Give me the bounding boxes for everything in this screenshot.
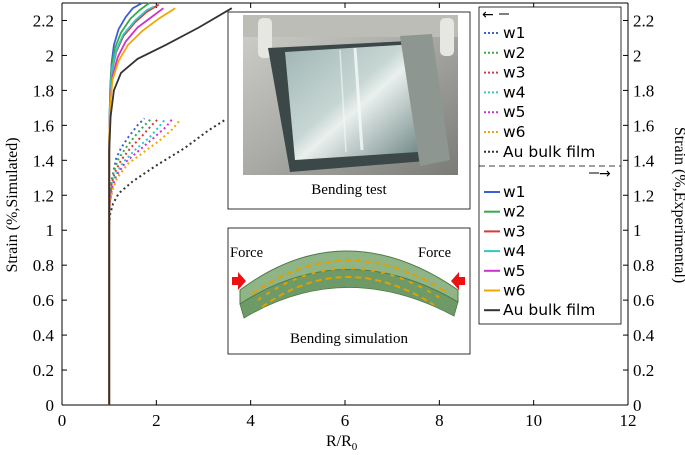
series-lines bbox=[108, 2, 233, 405]
x-axis-label: R/R0 bbox=[326, 433, 358, 453]
force-label-right: Force bbox=[418, 245, 451, 261]
y-tick-label-left: 0.2 bbox=[33, 361, 54, 380]
simulated-series-line bbox=[108, 117, 174, 213]
y-tick-label-left: 1 bbox=[46, 221, 55, 240]
simulated-series-line bbox=[108, 117, 146, 210]
y-tick-label-left: 1.4 bbox=[33, 151, 55, 170]
legend-label: w6 bbox=[503, 123, 526, 141]
bending-test-inset: Bending test bbox=[227, 11, 471, 210]
experimental-series-line bbox=[108, 7, 164, 405]
y-tick-label-right: 1.8 bbox=[633, 81, 654, 100]
experimental-series-line bbox=[108, 7, 176, 405]
y-tick-label-left: 0.6 bbox=[33, 291, 54, 310]
y-tick-label-right: 0.8 bbox=[633, 256, 654, 275]
y-tick-label-left: 0.8 bbox=[33, 256, 54, 275]
y-tick-label-left: 2.2 bbox=[33, 11, 54, 30]
x-tick-label: 12 bbox=[620, 411, 637, 430]
x-tick-label: 2 bbox=[152, 411, 161, 430]
legend-arrow-right: → bbox=[599, 166, 611, 182]
y-tick-label-left: 0.4 bbox=[33, 326, 55, 345]
y-tick-label-right: 2 bbox=[633, 46, 642, 65]
x-tick-label: 10 bbox=[525, 411, 542, 430]
y-tick-label-left: 1.8 bbox=[33, 81, 54, 100]
bending-simulation-figure bbox=[239, 250, 459, 319]
y-tick-label-right: 1 bbox=[633, 221, 642, 240]
y-tick-label-right: 1.2 bbox=[633, 186, 654, 205]
legend-label: w5 bbox=[503, 103, 526, 121]
y-tick-label-right: 0.6 bbox=[633, 291, 654, 310]
legend-label: w6 bbox=[503, 282, 526, 300]
y-tick-label-right: 0.2 bbox=[633, 361, 654, 380]
x-tick-label: 6 bbox=[341, 411, 350, 430]
y-axis-label-right: Strain (%,Experimental) bbox=[671, 127, 685, 283]
y-tick-labels-right: 0 0.2 0.4 0.6 0.8 1 1.2 1.4 1.6 1.8 2 2.2 bbox=[633, 11, 655, 415]
simulated-series-line bbox=[108, 117, 153, 210]
y-tick-label-left: 1.6 bbox=[33, 116, 54, 135]
legend-label: w4 bbox=[503, 242, 526, 260]
bending-simulation-caption: Bending simulation bbox=[290, 331, 408, 347]
bending-test-caption: Bending test bbox=[311, 182, 387, 198]
legend-label: w1 bbox=[503, 24, 526, 42]
bending-simulation-inset: Force Force Bending simulation bbox=[227, 227, 471, 355]
legend-label: w2 bbox=[503, 203, 526, 221]
legend-label: Au bulk film bbox=[503, 143, 595, 161]
legend-label: w5 bbox=[503, 262, 526, 280]
x-tick-label: 8 bbox=[435, 411, 444, 430]
legend-label: w2 bbox=[503, 44, 526, 62]
y-tick-label-left: 2 bbox=[46, 46, 55, 65]
x-tick-labels: 0 2 4 6 8 10 12 bbox=[58, 411, 637, 430]
force-label-left: Force bbox=[230, 245, 263, 261]
legend-label: w3 bbox=[503, 222, 526, 240]
force-arrow-left bbox=[232, 272, 246, 290]
experimental-series-line bbox=[108, 7, 233, 405]
x-tick-label: 4 bbox=[246, 411, 255, 430]
legend-label: w3 bbox=[503, 64, 526, 82]
y-tick-label-right: 2.2 bbox=[633, 11, 654, 30]
legend-arrow-left: ← bbox=[482, 7, 494, 23]
simulated-series-line bbox=[108, 119, 226, 226]
y-tick-labels-left: 0 0.2 0.4 0.6 0.8 1 1.2 1.4 1.6 1.8 2 2.2 bbox=[33, 11, 55, 415]
y-axis-label-left: Strain (%,Simulated) bbox=[4, 137, 21, 272]
legend-label: w1 bbox=[503, 183, 526, 201]
y-tick-label-right: 1.6 bbox=[633, 116, 654, 135]
y-tick-label-right: 0.4 bbox=[633, 326, 655, 345]
axis-ticks bbox=[61, 3, 629, 406]
y-tick-label-right: 1.4 bbox=[633, 151, 655, 170]
legend-label: Au bulk film bbox=[503, 301, 595, 319]
y-tick-label-right: 0 bbox=[633, 396, 642, 415]
y-tick-label-left: 1.2 bbox=[33, 186, 54, 205]
y-tick-label-left: 0 bbox=[46, 396, 55, 415]
legend-label: w4 bbox=[503, 83, 526, 101]
force-arrow-right bbox=[451, 272, 465, 290]
x-tick-label: 0 bbox=[58, 411, 67, 430]
simulated-series-line bbox=[108, 119, 181, 215]
